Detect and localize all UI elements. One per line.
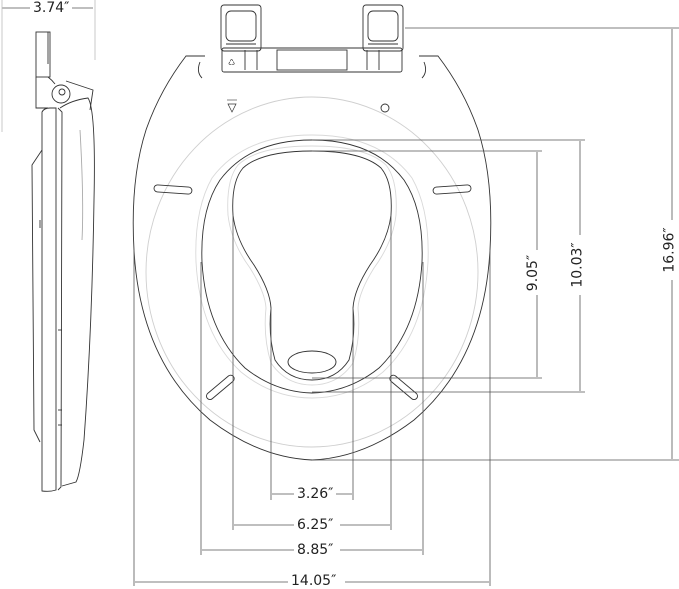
dimension-label-adult-opening-length: 10.03″ xyxy=(569,239,586,291)
side-bumper-profile xyxy=(31,149,62,443)
dimension-label-overall-width: 14.05″ xyxy=(288,573,340,589)
side-seat-ring-profile xyxy=(41,107,63,492)
hinge-plate: ♺ xyxy=(221,47,403,73)
dimension-label-overall-length: 16.96″ xyxy=(661,224,678,276)
side-lid-profile xyxy=(59,97,95,487)
recycle-symbol: ♺ xyxy=(228,58,235,67)
dimension-label-child-opening-width: 6.25″ xyxy=(294,517,337,533)
hinge-left xyxy=(220,4,262,52)
hinge-right xyxy=(362,4,404,52)
outer-seat-outline xyxy=(132,55,492,461)
cert-mark-icon xyxy=(227,99,237,113)
outer-ring-faint xyxy=(145,96,479,448)
dimension-lines xyxy=(133,27,679,586)
bumper-slot-upper-left xyxy=(153,184,193,195)
side-profile-view xyxy=(1,0,96,492)
side-hinge-bracket xyxy=(35,31,94,111)
brand-mark-icon xyxy=(380,103,390,113)
dimension-line-side-depth xyxy=(1,0,96,132)
bumper-slot-upper-right xyxy=(432,184,472,195)
dimension-label-child-narrow-width: 3.26″ xyxy=(294,486,337,502)
child-insert-drain-hole xyxy=(287,350,337,374)
child-insert-outline xyxy=(232,150,392,381)
dimension-label-adult-opening-width: 8.85″ xyxy=(294,542,337,558)
dimension-label-side-depth: 3.74″ xyxy=(30,0,73,16)
adult-opening-outline xyxy=(201,139,423,394)
dimension-label-child-opening-length: 9.05″ xyxy=(525,251,542,295)
bumper-slot-lower-left xyxy=(206,374,235,401)
top-view: ♺ xyxy=(132,4,492,461)
